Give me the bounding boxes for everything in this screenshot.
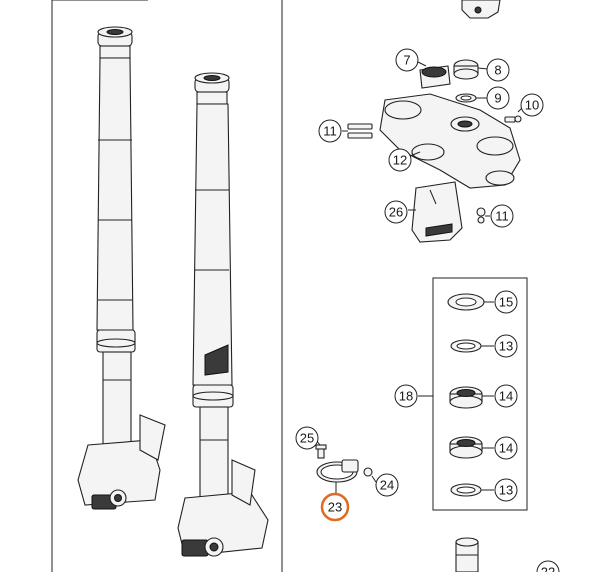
svg-text:25: 25 [300,431,314,446]
svg-text:9: 9 [494,91,501,106]
fork-assembly-frame [51,0,283,572]
handlebar-clamp-cap [419,65,451,89]
callout-15[interactable]: 15 [494,290,518,314]
svg-text:8: 8 [494,63,501,78]
callout-13-upper[interactable]: 13 [494,334,518,358]
callout-25[interactable]: 25 [295,426,319,450]
callout-11-bottom[interactable]: 11 [490,204,514,228]
callout-14-upper[interactable]: 14 [494,384,518,408]
callout-11-top[interactable]: 11 [318,119,342,143]
svg-text:22: 22 [541,565,555,572]
callout-7[interactable]: 7 [395,48,419,72]
svg-text:23: 23 [328,500,342,515]
screw-25 [315,444,327,459]
svg-text:14: 14 [499,389,513,404]
callout-14-lower[interactable]: 14 [494,436,518,460]
svg-text:10: 10 [525,98,539,113]
svg-text:12: 12 [393,153,407,168]
callout-24[interactable]: 24 [375,473,399,497]
clamp-23 [316,459,359,483]
ring-13a [450,339,482,353]
stem-top-part [461,0,501,19]
svg-text:24: 24 [380,478,394,493]
left-fork-leg [77,26,166,510]
top-nut [453,59,479,80]
svg-text:18: 18 [399,389,413,404]
callout-18[interactable]: 18 [394,384,418,408]
svg-text:26: 26 [389,205,403,220]
callout-23-highlighted[interactable]: 23 [320,492,350,522]
callout-26[interactable]: 26 [384,200,408,224]
steering-stem-tube [455,537,479,572]
bolt-10 [504,115,522,123]
svg-text:7: 7 [403,53,410,68]
svg-text:13: 13 [499,339,513,354]
bearing-14a [449,386,483,409]
svg-text:14: 14 [499,441,513,456]
bearing-14b [449,436,483,459]
svg-text:11: 11 [495,209,509,224]
svg-text:15: 15 [499,295,513,310]
callout-9[interactable]: 9 [486,86,510,110]
screw-11b [476,207,486,224]
callout-10[interactable]: 10 [520,93,544,117]
ring-13b [450,483,482,497]
bearing-kit-box [418,277,528,511]
callout-13-lower[interactable]: 13 [494,478,518,502]
upper-triple-clamp [379,93,521,189]
callout-12[interactable]: 12 [388,148,412,172]
clamp-bolts-11 [347,123,373,139]
svg-text:13: 13 [499,483,513,498]
callout-8[interactable]: 8 [486,58,510,82]
washer-9 [455,93,477,103]
cable-guide-cover [411,181,463,243]
nut-24 [363,467,373,477]
right-fork-leg [177,72,269,557]
callout-22[interactable]: 22 [536,560,560,572]
svg-text:11: 11 [323,124,337,139]
seal-15 [447,293,485,311]
